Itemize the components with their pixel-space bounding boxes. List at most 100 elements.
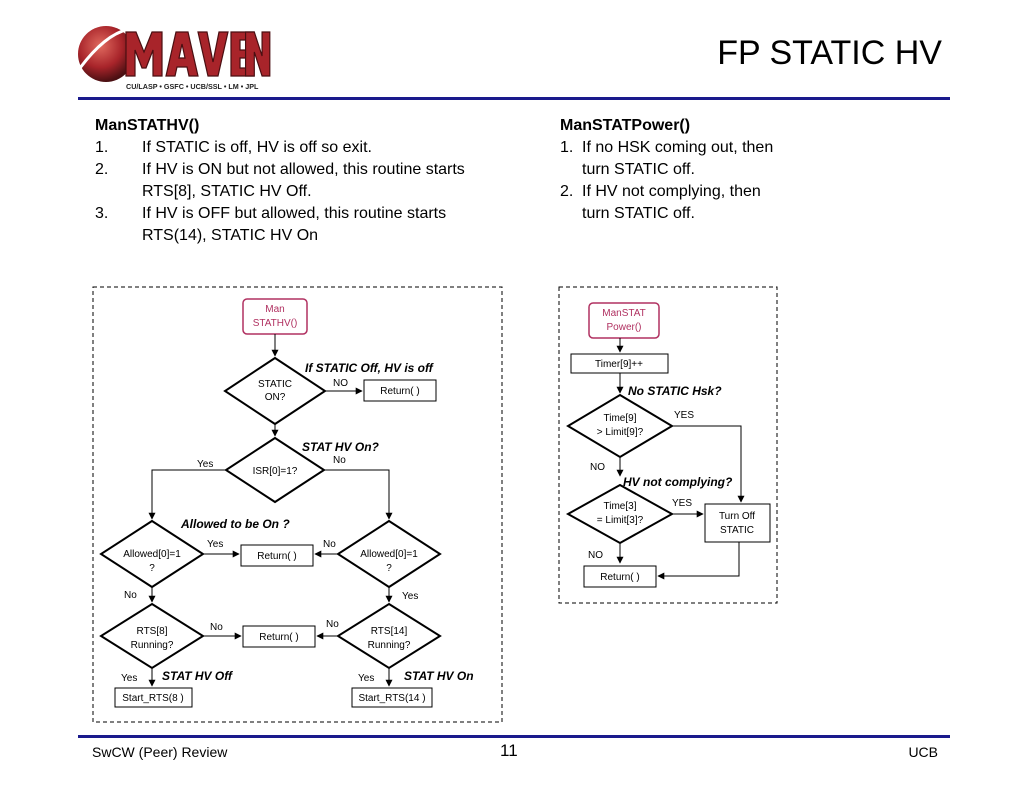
start-manstatpower-line2: Power() <box>606 322 641 333</box>
start-rts14-text: Start_RTS(14 ) <box>358 693 425 704</box>
turn-off-line2: STATIC <box>720 525 754 536</box>
decision-allowed-left-line2: ? <box>149 563 155 574</box>
left-step: 1. If STATIC is off, HV is off so exit. <box>95 137 525 159</box>
decision-rts8-line2: Running? <box>131 640 174 651</box>
step-number: 1. <box>560 139 574 156</box>
step-text: RTS[8], STATIC HV Off. <box>142 183 312 200</box>
left-heading: ManSTATHV() <box>95 117 200 134</box>
decision-time9-line2: > Limit[9]? <box>597 427 644 438</box>
step-text: turn STATIC off. <box>582 161 695 178</box>
right-heading: ManSTATPower() <box>560 117 691 134</box>
turn-off-line1: Turn Off <box>719 511 755 522</box>
decision-isr <box>224 436 326 504</box>
step-number: 1. <box>95 139 109 156</box>
logo-wordmark <box>125 31 271 77</box>
start-manstatpower-line1: ManSTAT <box>602 308 646 319</box>
decision-static-on-line1: STATIC <box>258 379 292 390</box>
timer-text: Timer[9]++ <box>595 359 643 370</box>
planet-icon <box>78 26 134 82</box>
header-rule <box>78 97 950 100</box>
label-yes-allowed-left: Yes <box>207 539 223 550</box>
logo-tagline: CU/LASP • GSFC • UCB/SSL • LM • JPL <box>126 82 259 91</box>
return-box-3 <box>242 625 316 648</box>
step-text: If HV not complying, then <box>582 183 761 200</box>
footer-left: SwCW (Peer) Review <box>92 744 228 760</box>
decision-static-on-line2: ON? <box>265 392 286 403</box>
return-box-power-text: Return( ) <box>600 572 639 583</box>
label-yes-time3: YES <box>672 498 692 509</box>
step-number: 2. <box>95 161 109 178</box>
right-description: ManSTATPower() 1. If no HSK coming out, t… <box>560 115 820 225</box>
step-text: If no HSK coming out, then <box>582 139 774 156</box>
right-flow-frame <box>558 286 778 604</box>
note-allowed-on: Allowed to be On ? <box>180 517 290 531</box>
note-stat-hv-on: STAT HV On <box>404 669 474 683</box>
return-box-1 <box>363 379 437 402</box>
start-rts8-text: Start_RTS(8 ) <box>122 693 184 704</box>
label-no-rts14: No <box>326 619 339 630</box>
start-manstathv-line1: Man <box>265 304 284 315</box>
decision-time3-line1: Time[3] <box>604 501 637 512</box>
step-number: 3. <box>95 205 109 222</box>
return-box-1-text: Return( ) <box>380 386 419 397</box>
decision-isr-text: ISR[0]=1? <box>253 466 298 477</box>
note-hv-not: HV not complying? <box>623 475 733 489</box>
decision-rts14-line1: RTS[14] <box>371 626 408 637</box>
note-static-off: If STATIC Off, HV is off <box>305 361 434 375</box>
left-step: 2. If HV is ON but not allowed, this rout… <box>95 159 525 203</box>
decision-time9-line1: Time[9] <box>604 413 637 424</box>
footer-right: UCB <box>908 744 938 760</box>
note-no-hsk: No STATIC Hsk? <box>628 384 722 398</box>
footer-rule <box>78 735 950 738</box>
left-flow-frame <box>92 286 503 723</box>
decision-rts14-line2: Running? <box>368 640 411 651</box>
label-no-allowed-left: No <box>124 590 137 601</box>
left-step: 3. If HV is OFF but allowed, this routine… <box>95 203 525 247</box>
orbit-swoosh-icon <box>78 26 149 69</box>
label-yes-rts14: Yes <box>358 673 374 684</box>
decision-allowed-right-line1: Allowed[0]=1 <box>360 549 418 560</box>
decision-time3-line2: = Limit[3]? <box>597 515 644 526</box>
slide-title: FP STATIC HV <box>717 34 942 72</box>
start-rts8-box <box>114 687 193 708</box>
label-no-static: NO <box>333 378 348 389</box>
note-stat-hv-off: STAT HV Off <box>162 669 233 683</box>
step-number: 2. <box>560 183 574 200</box>
decision-time9 <box>566 393 674 459</box>
step-text: If STATIC is off, HV is off so exit. <box>142 139 372 156</box>
step-text: RTS(14), STATIC HV On <box>142 227 319 244</box>
label-no-rts8: No <box>210 622 223 633</box>
decision-rts8-line1: RTS[8] <box>137 626 168 637</box>
left-steps-list: 1. If STATIC is off, HV is off so exit. 2… <box>95 137 525 247</box>
note-stat-hv-on-q: STAT HV On? <box>302 440 380 454</box>
decision-time3 <box>565 483 675 545</box>
right-step: 1. If no HSK coming out, then turn STATIC … <box>560 137 820 181</box>
return-box-2 <box>240 544 314 567</box>
label-no-time9: NO <box>590 462 605 473</box>
start-rts14-box <box>351 687 433 708</box>
left-description: ManSTATHV() 1. If STATIC is off, HV is of… <box>95 115 525 247</box>
maven-logo: CU/LASP • GSFC • UCB/SSL • LM • JPL <box>78 26 271 91</box>
step-text: If HV is ON but not allowed, this routin… <box>142 161 465 178</box>
label-yes-isr: Yes <box>197 459 213 470</box>
label-yes-rts8: Yes <box>121 673 137 684</box>
step-text: turn STATIC off. <box>582 205 695 222</box>
start-manstathv-line2: STATHV() <box>253 318 298 329</box>
label-no-isr: No <box>333 455 346 466</box>
right-step: 2. If HV not complying, then turn STATIC o… <box>560 181 820 225</box>
return-box-power <box>583 565 657 588</box>
label-no-time3: NO <box>588 550 603 561</box>
label-yes-time9: YES <box>674 410 694 421</box>
decision-allowed-left-line1: Allowed[0]=1 <box>123 549 181 560</box>
return-box-3-text: Return( ) <box>259 632 298 643</box>
label-no-allowed-right: No <box>323 539 336 550</box>
right-steps-list: 1. If no HSK coming out, then turn STATIC … <box>560 137 820 225</box>
decision-allowed-right-line2: ? <box>386 563 392 574</box>
page-number: 11 <box>500 741 518 760</box>
step-text: If HV is OFF but allowed, this routine s… <box>142 205 447 222</box>
label-yes-allowed-right: Yes <box>402 591 418 602</box>
turn-off-box <box>704 503 771 543</box>
start-manstatpower <box>588 302 660 339</box>
return-box-2-text: Return( ) <box>257 551 296 562</box>
